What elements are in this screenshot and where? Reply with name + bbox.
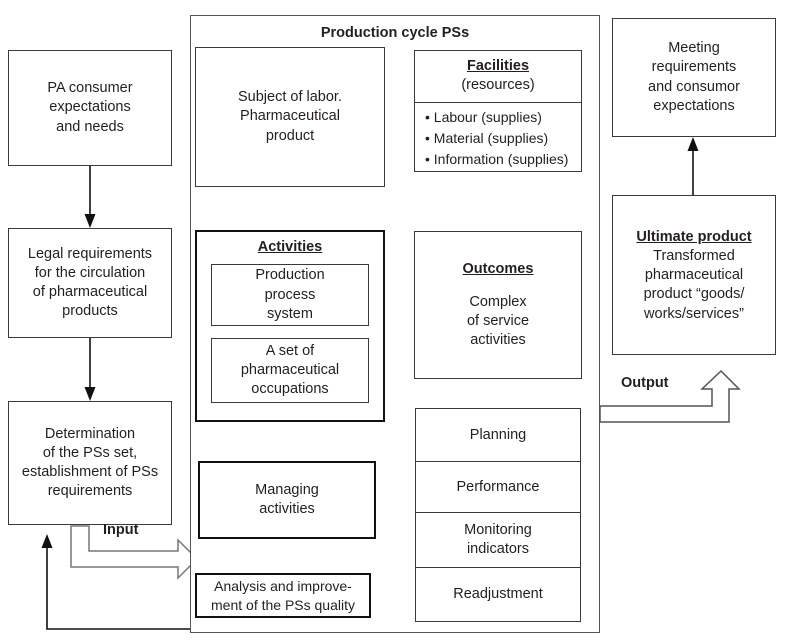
analysis-improvement-text: Analysis and improve- ment of the PSs qu…	[211, 578, 355, 613]
ultimate-product-title: Ultimate product	[636, 229, 752, 245]
outcomes-title: Outcomes	[462, 260, 534, 277]
facilities-box: Facilities (resources) • Labour (supplie…	[414, 50, 582, 172]
pharmaceutical-occupations-box: A set of pharmaceutical occupations	[211, 338, 369, 404]
meeting-requirements-box: Meeting requirements and consumor expect…	[612, 18, 776, 137]
determination-of-pss-text: Determination of the PSs set, establishm…	[21, 425, 159, 500]
facilities-item-labour: • Labour (supplies)	[425, 109, 542, 126]
outcomes-box: Outcomes Complex of service activities	[414, 231, 582, 379]
production-cycle-title: Production cycle PSs	[320, 25, 470, 41]
pharmaceutical-occupations-text: A set of pharmaceutical occupations	[240, 342, 340, 398]
outcomes-text: Complex of service activities	[466, 293, 530, 349]
pa-consumer-expectations-text: PA consumer expectations and needs	[47, 80, 133, 135]
stack-item-planning-label: Planning	[469, 426, 527, 443]
facilities-title: Facilities	[466, 58, 530, 74]
activities-title: Activities	[257, 239, 323, 255]
facilities-item-information: • Information (supplies)	[425, 151, 569, 168]
ultimate-product-box: Ultimate product Transformed pharmaceuti…	[612, 195, 776, 355]
facilities-subtitle: (resources)	[461, 77, 535, 94]
legal-requirements-text: Legal requirements for the circulation o…	[27, 245, 153, 320]
input-label: Input	[103, 522, 139, 538]
arrow-legal-to-determination	[84, 338, 96, 401]
managing-activities-box: Managing activities	[198, 461, 376, 539]
legal-requirements-box: Legal requirements for the circulation o…	[8, 228, 172, 338]
managing-activities-text: Managing activities	[255, 481, 319, 517]
determination-of-pss-box: Determination of the PSs set, establishm…	[8, 401, 172, 525]
facilities-header: Facilities (resources)	[415, 51, 581, 104]
ultimate-product-text: Transformed pharmaceutical product “good…	[643, 248, 745, 322]
stack-item-planning: Planning	[415, 408, 581, 462]
arrow-pa-to-legal	[84, 165, 96, 228]
stack-item-readjustment: Readjustment	[415, 567, 581, 622]
output-label: Output	[621, 375, 669, 391]
analysis-improvement-box: Analysis and improve- ment of the PSs qu…	[195, 573, 371, 618]
stack-item-readjustment-label: Readjustment	[453, 586, 543, 603]
subject-of-labor-text: Subject of labor. Pharmaceutical product	[238, 89, 342, 144]
facilities-item-material: • Material (supplies)	[425, 130, 549, 147]
facilities-items: • Labour (supplies) • Material (supplies…	[415, 103, 581, 174]
stack-item-monitoring-indicators-label: Monitoring indicators	[464, 522, 532, 557]
stack-item-performance-label: Performance	[456, 478, 540, 495]
pa-consumer-expectations-box: PA consumer expectations and needs	[8, 50, 172, 166]
production-process-system-box: Production process system	[211, 264, 369, 327]
production-process-system-text: Production process system	[255, 267, 325, 322]
subject-of-labor-box: Subject of labor. Pharmaceutical product	[195, 47, 385, 187]
activities-box: Activities Production process system A s…	[195, 230, 385, 422]
stack-item-performance: Performance	[415, 461, 581, 513]
stack-item-monitoring-indicators: Monitoring indicators	[415, 512, 581, 568]
arrow-ultimate-to-meeting	[687, 137, 699, 195]
meeting-requirements-text: Meeting requirements and consumor expect…	[648, 40, 740, 114]
